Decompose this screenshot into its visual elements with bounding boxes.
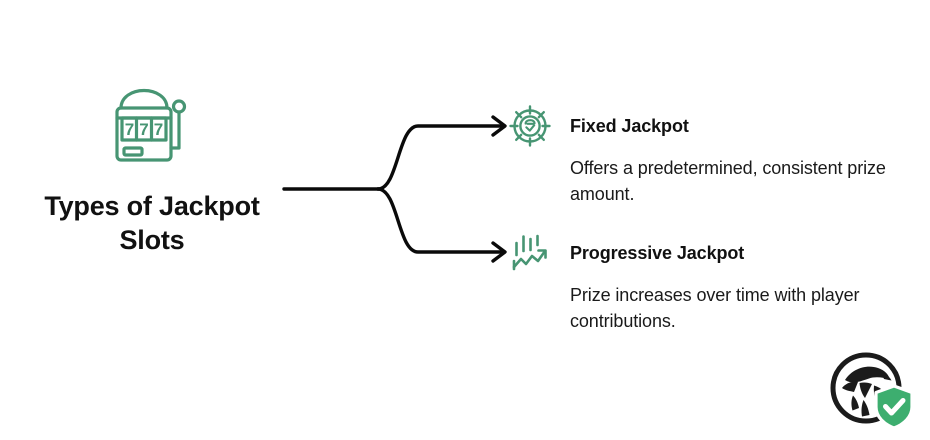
list-item-fixed-jackpot: Fixed Jackpot Offers a predetermined, co… <box>508 104 900 207</box>
item-header: Progressive Jackpot <box>508 231 900 275</box>
target-coin-icon <box>509 105 551 147</box>
reel-symbol-3: 7 <box>154 120 163 139</box>
item-description: Offers a predetermined, consistent prize… <box>570 158 886 204</box>
arrowhead-top <box>491 115 507 137</box>
slot-machine-icon: 7 7 7 <box>115 88 187 162</box>
branching-connector <box>282 115 507 263</box>
connector-branch-bottom <box>376 187 506 254</box>
reel-symbol-2: 7 <box>139 120 148 139</box>
item-title: Progressive Jackpot <box>570 242 745 263</box>
page-title: Types of Jackpot Slots <box>16 190 288 258</box>
arrowhead-bottom <box>491 241 507 263</box>
item-header: Fixed Jackpot <box>508 104 900 148</box>
connector-branch-top <box>376 124 506 191</box>
title-block: 7 7 7 Types of Jackpot Slots <box>16 86 288 258</box>
verified-check-badge <box>874 384 914 430</box>
rising-chart-arrow-icon <box>512 234 547 271</box>
item-description: Prize increases over time with player co… <box>570 285 860 331</box>
item-title: Fixed Jackpot <box>570 115 689 136</box>
eagle-shield-logo <box>830 352 914 430</box>
page-title-line1: Types of Jackpot <box>44 191 260 221</box>
list-item-progressive-jackpot: Progressive Jackpot Prize increases over… <box>508 231 900 334</box>
page-title-line2: Slots <box>119 224 185 255</box>
reel-symbol-1: 7 <box>125 120 134 139</box>
